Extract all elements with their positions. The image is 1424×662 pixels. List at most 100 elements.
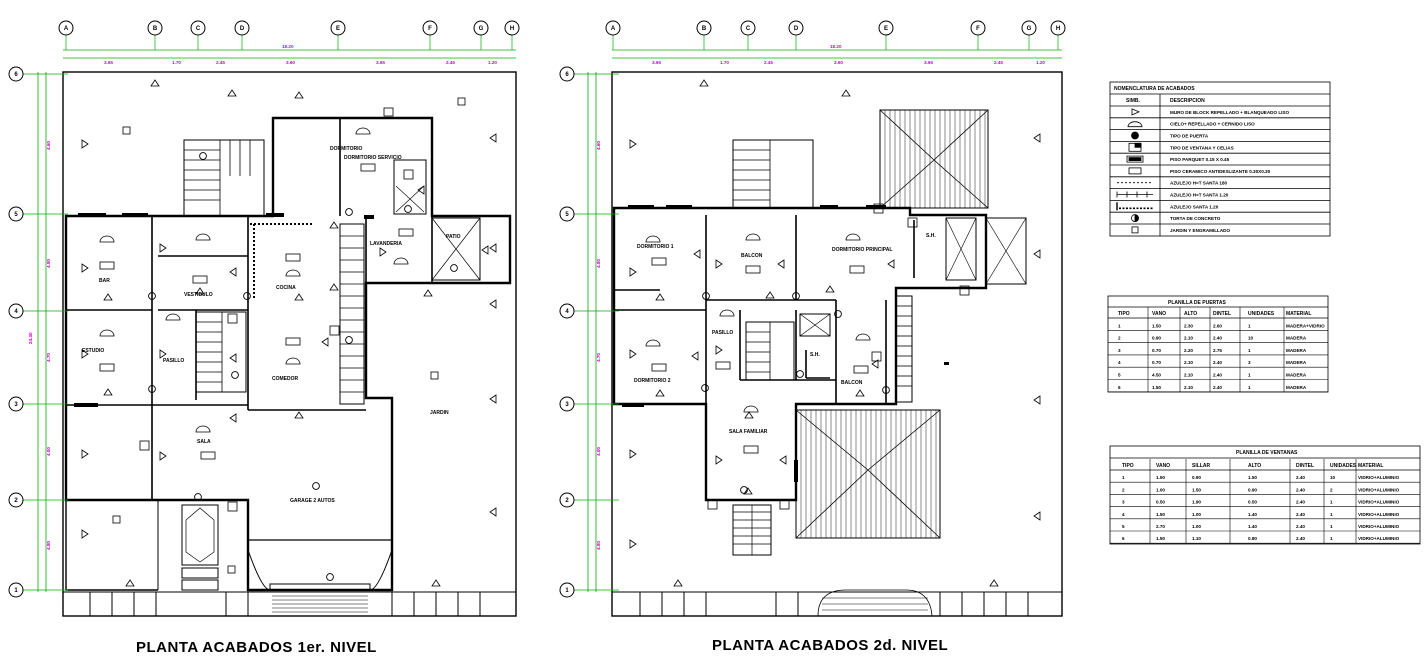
axis-bubble [696, 20, 712, 36]
table-cell: 2.40 [1296, 536, 1305, 541]
house-outline-1 [64, 116, 512, 592]
legend-window-icon [1128, 142, 1142, 152]
dim-side-2-3: 4.70 [596, 353, 601, 362]
room-sh-1: S.H. [926, 233, 936, 239]
table-cell: 1 [1118, 323, 1121, 328]
legend-ticks-icon [1116, 191, 1153, 198]
table-cell: 1.00 [1192, 512, 1201, 517]
room-dormitorio: DORMITORIO [330, 146, 363, 152]
table-cell: MADERA [1286, 385, 1307, 390]
dim-top-2-2: 1.70 [720, 60, 729, 65]
plan-1-title: PLANTA ACABADOS 1er. NIVEL [136, 639, 377, 656]
legend-smallsquare-icon [1131, 226, 1139, 234]
room-balcon-1: BALCON [741, 253, 763, 259]
axis-label-1-side: 5 [14, 212, 18, 218]
legend-description: AZULEJO H=T SANTA 1.20 [1170, 193, 1229, 198]
table-cell: 2 [1122, 487, 1125, 492]
axis-label-1-top: H [510, 26, 514, 32]
legend-description: TORTA DE CONCRETO [1170, 216, 1221, 221]
axis-bubble [8, 206, 24, 222]
table-cell: 5 [1122, 524, 1125, 529]
axis-bubble [147, 20, 163, 36]
table-cell: 2.10 [1184, 373, 1193, 378]
room-sala-familiar: SALA FAMILIAR [729, 429, 768, 435]
axis-label-2-side: 5 [565, 212, 569, 218]
table-header-cell: TIPO [1122, 463, 1134, 469]
room-cocina: COCINA [276, 285, 296, 291]
table-cell: MADERA [1286, 348, 1307, 353]
dim-side-2-5: 4.80 [596, 541, 601, 550]
legend-head-symbol: SIMB. [1126, 98, 1141, 104]
table-cell: 1.40 [1248, 524, 1257, 529]
table-cell: 2.20 [1184, 348, 1193, 353]
table-cell: 1.50 [1156, 512, 1165, 517]
table-cell: 2.40 [1213, 360, 1222, 365]
windows-table-title: PLANILLA DE VENTANAS [1236, 450, 1298, 456]
table-cell: 2 [1330, 487, 1333, 492]
axis-bubble [1050, 20, 1066, 36]
axis-label-1-top: C [196, 26, 201, 32]
axis-label-2-top: G [1027, 26, 1032, 32]
legend-title: NOMENCLATURA DE ACABADOS [1114, 86, 1195, 92]
site-boundary-1 [62, 71, 517, 617]
table-header-cell: TIPO [1118, 311, 1130, 317]
legend-description: PISO CERAMICO ANTIDESLIZANTE 0.30X0.30 [1170, 169, 1271, 174]
axis-bubble [58, 20, 74, 36]
dim-top-1-3: 2.45 [216, 60, 225, 65]
finishes-legend [1109, 81, 1331, 237]
axis-label-1-side: 2 [14, 498, 18, 504]
plan-1-dimensions: 18.20 3.65 1.70 2.45 3.60 3.65 2.45 1.20… [28, 44, 516, 592]
table-cell: 2.70 [1156, 524, 1165, 529]
room-sh-2: S.H. [810, 352, 820, 358]
dim-side-1-2: 4.80 [46, 259, 51, 268]
axis-label-2-side: 3 [565, 402, 569, 408]
legend-description: MURO DE BLOCK REPELLADO + BLANQUEADO LIS… [1170, 110, 1289, 115]
table-cell: 2 [1118, 336, 1121, 341]
axis-bubble [878, 20, 894, 36]
table-cell: 2.10 [1184, 385, 1193, 390]
room-dormitorio-principal: DORMITORIO PRINCIPAL [832, 247, 892, 253]
table-cell: VIDRIO+ALUMINIO [1358, 536, 1400, 541]
dim-top-1-2: 1.70 [172, 60, 181, 65]
axis-label-1-top: B [153, 26, 158, 32]
table-cell: VIDRIO+ALUMINIO [1358, 512, 1400, 517]
legend-rows: MURO DE BLOCK REPELLADO + BLANQUEADO LIS… [1116, 108, 1289, 234]
dim-top-2-3: 2.45 [764, 60, 773, 65]
table-cell: 1 [1248, 385, 1251, 390]
table-cell: 10 [1248, 336, 1254, 341]
table-cell: 1.50 [1192, 487, 1201, 492]
doors-table-title: PLANILLA DE PUERTAS [1168, 300, 1226, 306]
axis-bubble [740, 20, 756, 36]
dim-top-1-5: 3.65 [376, 60, 385, 65]
table-cell: 0.50 [1156, 500, 1165, 505]
axis-bubble [970, 20, 986, 36]
axis-label-1-top: E [336, 26, 340, 32]
table-cell: 1.50 [1152, 323, 1161, 328]
house-outline-2 [612, 206, 988, 502]
axis-bubble [234, 20, 250, 36]
table-header-cell: ALTO [1248, 463, 1261, 469]
room-dormitorio-2: DORMITORIO 2 [634, 378, 671, 384]
table-cell: MADERA [1286, 373, 1307, 378]
table-cell: 1.50 [1248, 475, 1257, 480]
table-cell: MADERA [1286, 360, 1307, 365]
plan-1-room-labels: DORMITORIO DORMITORIO SERVICIO LAVANDERI… [82, 146, 461, 504]
table-cell: 2.40 [1213, 336, 1222, 341]
axis-label-2-top: A [611, 26, 616, 32]
table-cell: VIDRIO+ALUMINIO [1358, 487, 1400, 492]
axis-bubble [559, 303, 575, 319]
table-cell: 1 [1330, 524, 1333, 529]
dim-top-total-2: 18.20 [830, 44, 842, 49]
legend-ceiling-icon [1127, 121, 1143, 128]
table-cell: 1 [1248, 323, 1251, 328]
room-balcon-2: BALCON [841, 380, 863, 386]
axis-label-1-top: A [64, 26, 69, 32]
